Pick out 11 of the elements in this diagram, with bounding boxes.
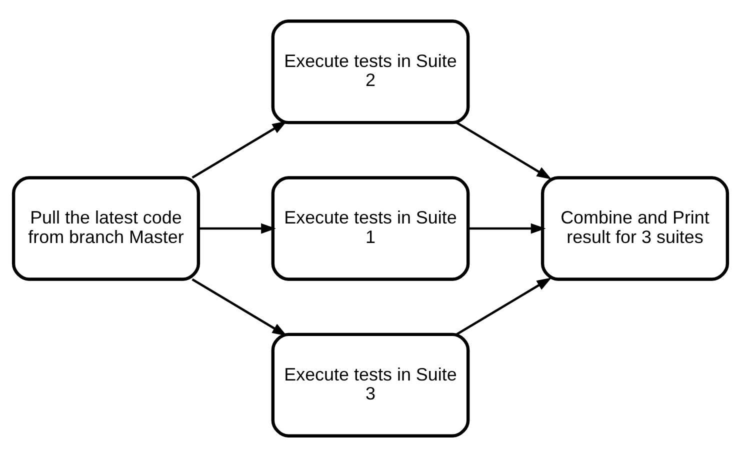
arrow xyxy=(456,121,552,179)
node-box: Execute tests in Suite 2 xyxy=(271,19,470,124)
arrow xyxy=(468,222,546,234)
arrow xyxy=(192,120,288,178)
node-box: Execute tests in Suite 1 xyxy=(271,176,470,280)
arrow xyxy=(198,222,276,234)
node-box: Execute tests in Suite 3 xyxy=(271,332,470,437)
node-box: Pull the latest code from branch Master xyxy=(12,176,200,280)
arrow xyxy=(456,277,552,335)
arrow xyxy=(192,278,288,336)
node-box: Combine and Print result for 3 suites xyxy=(540,176,730,280)
